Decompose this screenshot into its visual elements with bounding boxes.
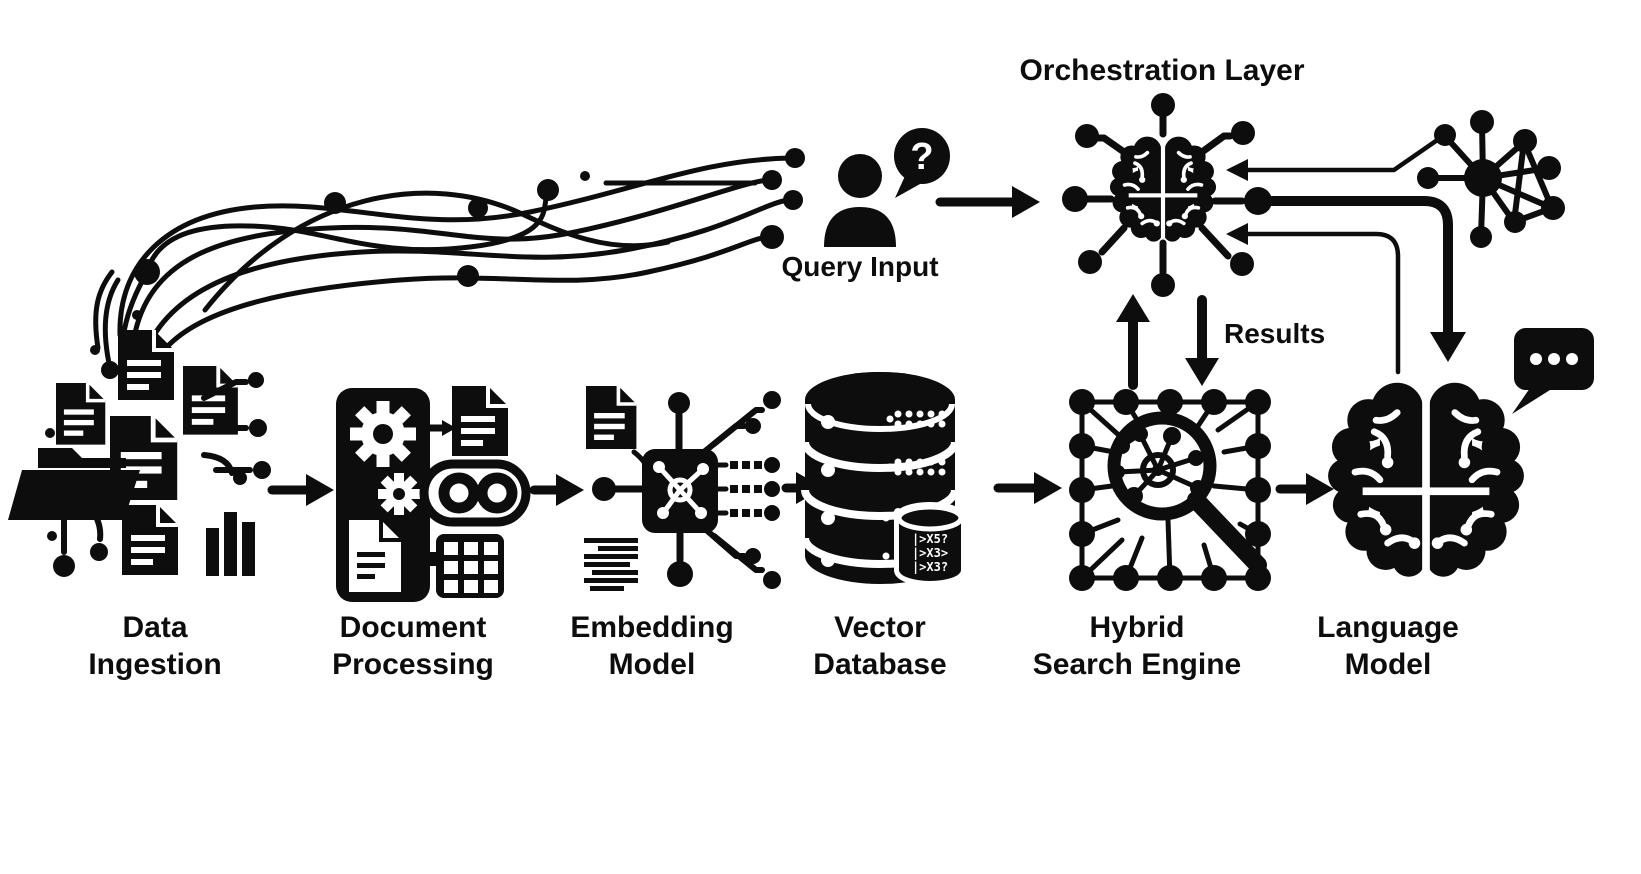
conveyor-icon: [419, 459, 531, 527]
gear-icon: [350, 401, 416, 467]
document-icon: [584, 384, 639, 451]
document-icon: [116, 328, 176, 402]
flow-arrow: [267, 474, 334, 506]
search-to-orchestration-arrow: [1116, 294, 1150, 390]
document-icon: [120, 503, 180, 577]
vector-output-dots: [715, 457, 780, 521]
vector-code-row: |>X3?: [912, 560, 948, 574]
hybrid-search-engine-icon: [1069, 389, 1271, 591]
circuit-stubs: [1084, 112, 1246, 276]
data-ingestion-icon: [8, 328, 271, 577]
stage-label-document-processing: Document Processing: [332, 611, 494, 681]
stage-label-vector-database: Vector Database: [813, 611, 947, 681]
orchestration-to-lm-arrow: [1267, 196, 1466, 362]
stage-label-hybrid-search-engine: Hybrid Search Engine: [1032, 611, 1242, 681]
flow-arrow: [529, 474, 584, 506]
document-icon: [450, 384, 510, 458]
results-label: Results: [1224, 318, 1326, 349]
gear-icon: [378, 473, 420, 515]
document-icon: [54, 381, 108, 447]
lm-to-orchestration-arrow: [1226, 223, 1401, 375]
person-icon: [838, 154, 882, 198]
embedding-model-icon: [584, 384, 781, 591]
question-bubble-icon: ?: [894, 128, 950, 198]
flow-arrow: [1275, 473, 1334, 505]
stage-label-embedding-model: Embedding Model: [570, 611, 734, 681]
processed-document-icon: [349, 520, 401, 592]
document-icon: [181, 364, 240, 437]
magnifier-icon: [1107, 411, 1267, 574]
stage-label-language-model: Language Model: [1317, 611, 1459, 681]
folder-icon: [8, 448, 140, 520]
vector-code-row: |>X5?: [912, 532, 948, 546]
circuit-traces: [61, 379, 253, 555]
query-input-icon: ?: [824, 128, 950, 247]
vector-code-row: |>X3>: [912, 546, 948, 560]
results-arrow: [1185, 295, 1219, 386]
brain-icon: [1328, 383, 1524, 577]
language-model-icon: [1328, 328, 1594, 577]
document-processing-icon: [336, 384, 531, 602]
stage-label-data-ingestion: Data Ingestion: [88, 611, 222, 681]
network-to-orchestration-arrow: [1226, 131, 1449, 181]
orchestration-layer-label: Orchestration Layer: [1019, 54, 1305, 87]
flow-arrow: [993, 472, 1062, 504]
query-arrow: [935, 186, 1040, 218]
network-graph-icon: [1417, 110, 1565, 248]
vector-database-icon: |>X5? |>X3> |>X3?: [801, 372, 966, 586]
data-flow-wires-art: [93, 148, 805, 371]
table-grid-icon: [426, 534, 504, 598]
bar-chart-icon: [206, 512, 255, 576]
vector-index-cylinder-icon: |>X5? |>X3> |>X3?: [894, 502, 966, 586]
query-input-label: Query Input: [781, 251, 939, 282]
text-lines: [584, 538, 638, 591]
chat-bubble-icon: [1512, 328, 1594, 414]
question-mark-icon: ?: [910, 136, 933, 178]
orchestration-layer-icon: [1062, 93, 1272, 297]
mini-arrow-icon: [426, 420, 456, 436]
